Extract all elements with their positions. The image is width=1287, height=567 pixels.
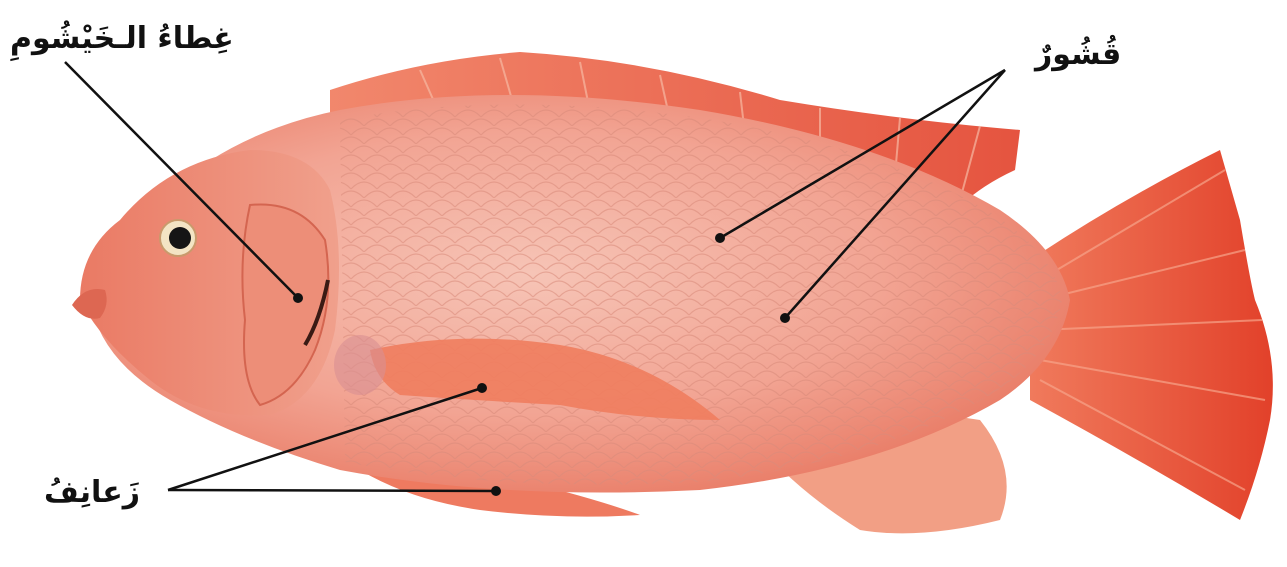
pectoral-fin-base <box>334 335 386 395</box>
fins-dot-2 <box>491 486 501 496</box>
fins-label: زَعانِفُ <box>44 478 140 508</box>
scales-label: قُشُورٌ <box>1035 40 1121 70</box>
gill-cover-label: غِطاءُ الـخَيْشُومِ <box>10 24 234 54</box>
scales-dot-2 <box>780 313 790 323</box>
fish-pupil <box>169 227 191 249</box>
fish-mouth <box>72 289 107 319</box>
fins-leader-2 <box>168 490 496 491</box>
gill-cover-dot <box>293 293 303 303</box>
scales-dot-1 <box>715 233 725 243</box>
fins-dot-1 <box>477 383 487 393</box>
tail-fin <box>1030 150 1273 520</box>
